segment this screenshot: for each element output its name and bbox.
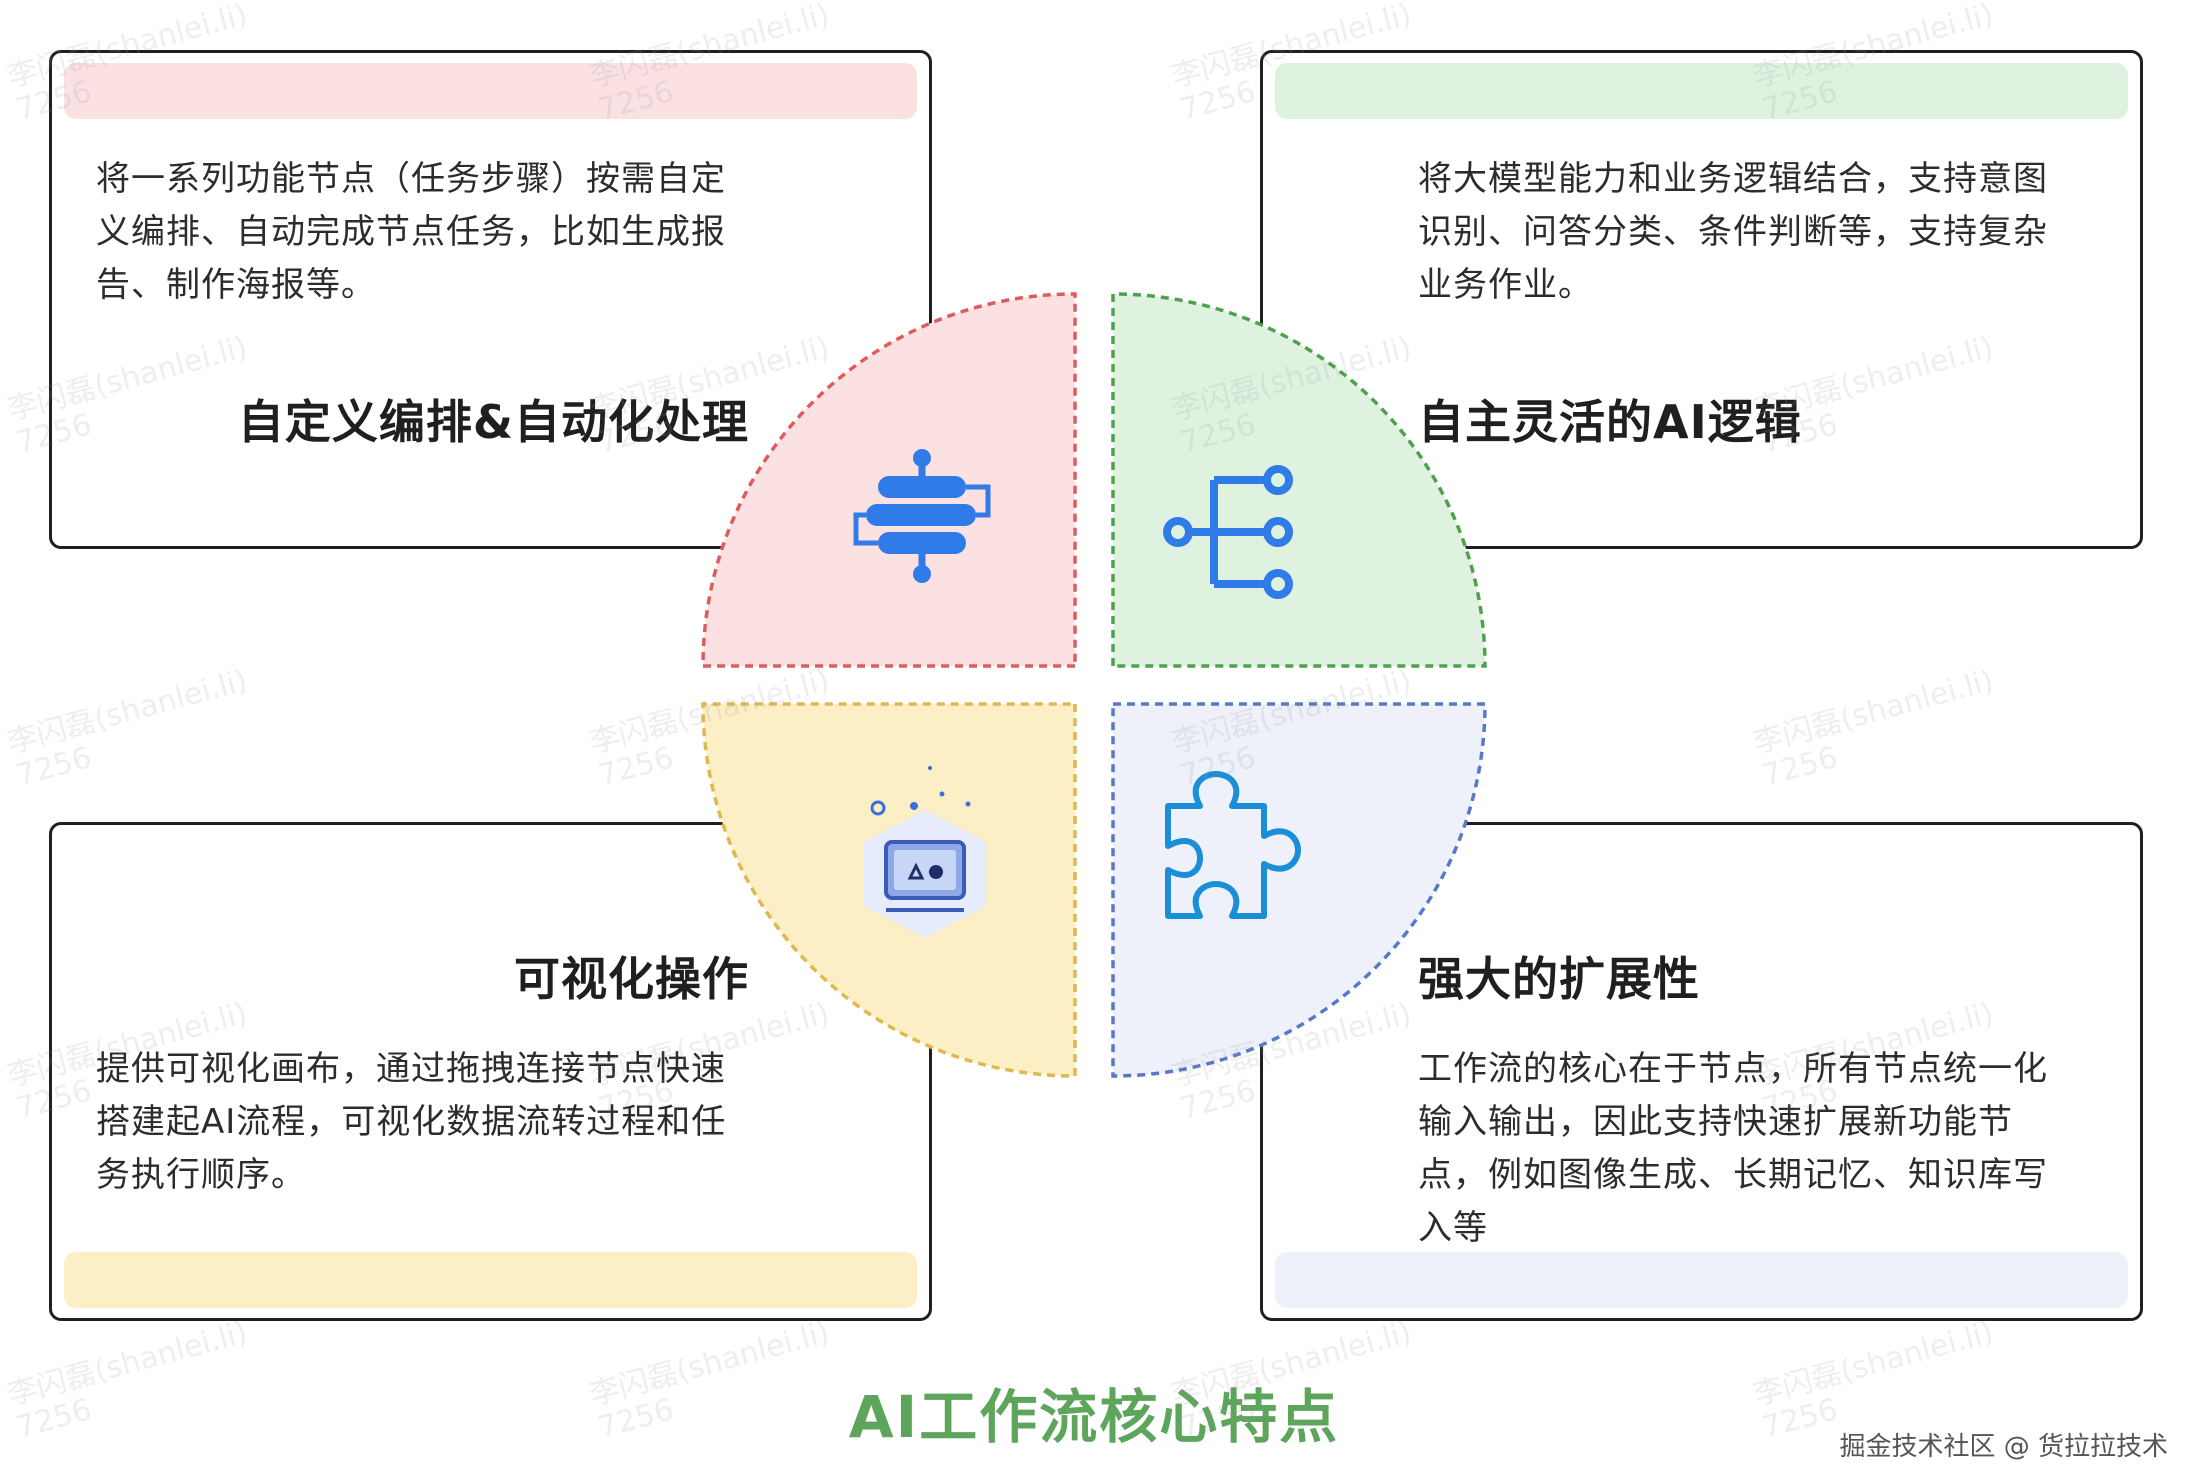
- card-title: 可视化操作: [514, 952, 749, 1006]
- card-title: 自定义编排&自动化处理: [237, 395, 749, 449]
- branch-tree-icon: [1163, 465, 1293, 599]
- visual-canvas-icon: [864, 766, 986, 938]
- card-color-band: [64, 1252, 917, 1308]
- card-description: 提供可视化画布，通过拖拽连接节点快速 搭建起AI流程，可视化数据流转过程和任 务…: [96, 1049, 727, 1195]
- card-title: 强大的扩展性: [1418, 952, 1700, 1006]
- card-description: 工作流的核心在于节点，所有节点统一化 输入输出，因此支持快速扩展新功能节 点，例…: [1418, 1049, 2048, 1248]
- card-description: 将大模型能力和业务逻辑结合，支持意图 识别、问答分类、条件判断等，支持复杂 业务…: [1418, 159, 2048, 305]
- card-color-band: [64, 63, 917, 119]
- card-top-left: 将一系列功能节点（任务步骤）按需自定 义编排、自动完成节点任务，比如生成报 告、…: [49, 50, 932, 549]
- workflow-stack-icon: [853, 449, 991, 583]
- diagram-title: AI工作流核心特点: [848, 1383, 1340, 1451]
- card-description: 将一系列功能节点（任务步骤）按需自定 义编排、自动完成节点任务，比如生成报 告、…: [96, 159, 726, 305]
- quadrant-top-right: [1111, 292, 1487, 668]
- quadrant-bottom-right: [1111, 702, 1487, 1078]
- card-color-band: [1275, 63, 2128, 119]
- card-title: 自主灵活的AI逻辑: [1418, 395, 1802, 449]
- puzzle-piece-icon: [1165, 771, 1301, 919]
- card-color-band: [1275, 1252, 2128, 1308]
- source-credit: 掘金技术社区 @ 货拉拉技术: [1839, 1432, 2168, 1462]
